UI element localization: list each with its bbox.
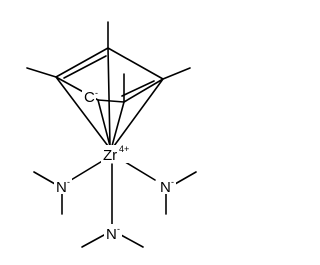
c-anion-label-bg <box>82 88 96 104</box>
zr-n-left-bond <box>70 159 105 181</box>
cyclopentadienyl-ring <box>55 47 164 103</box>
zr-label-bg <box>101 145 131 163</box>
carbanion-charge: - <box>95 88 98 98</box>
ring-bond-right-back-double <box>121 80 155 97</box>
ring-bond-top-left <box>55 47 109 78</box>
coord-bond-back-left <box>97 99 111 147</box>
amide-bottom-methyls <box>81 234 144 248</box>
methyl-bond-left <box>26 67 57 78</box>
zr-nitrogen-bonds <box>70 159 156 225</box>
n-bottom-methyl-right <box>120 234 144 248</box>
n-left-methyl-upper <box>33 171 56 185</box>
molecule-structure-diagram: C - Zr 4+ N - N - N - <box>26 21 197 248</box>
amide-right-methyls <box>165 171 197 215</box>
n-left-label-bg <box>54 177 72 194</box>
coord-bond-top <box>107 47 111 147</box>
zr-n-right-bond <box>121 159 156 181</box>
nitrogen-bottom-charge: - <box>117 224 120 234</box>
ring-bond-right-back <box>123 78 164 103</box>
ring-bond-top-left-double <box>63 55 107 79</box>
methyl-bond-right <box>162 67 191 80</box>
amide-left-methyls <box>33 171 63 215</box>
nitrogen-right-charge: - <box>171 177 174 187</box>
coord-bond-left <box>55 76 109 147</box>
nitrogen-left-label: N <box>56 179 67 196</box>
ring-bond-top-right <box>107 47 164 80</box>
n-bottom-label-bg <box>104 224 122 241</box>
coord-bond-back-right <box>111 101 125 147</box>
nitrogen-bottom-label: N <box>106 226 117 243</box>
ring-methyl-groups <box>26 21 191 103</box>
n-bottom-methyl-left <box>81 234 105 248</box>
nitrogen-left-charge: - <box>67 177 70 187</box>
zirconium-label: Zr <box>103 147 117 164</box>
n-right-label-bg <box>158 177 176 194</box>
nitrogen-right-label: N <box>160 179 171 196</box>
ring-bond-back <box>97 99 125 103</box>
coord-bond-right <box>113 78 164 147</box>
n-right-methyl-upper <box>174 171 197 185</box>
zirconium-charge: 4+ <box>119 144 129 154</box>
ring-to-zr-coordination-bonds <box>55 47 164 147</box>
carbanion-label: C <box>84 89 95 106</box>
